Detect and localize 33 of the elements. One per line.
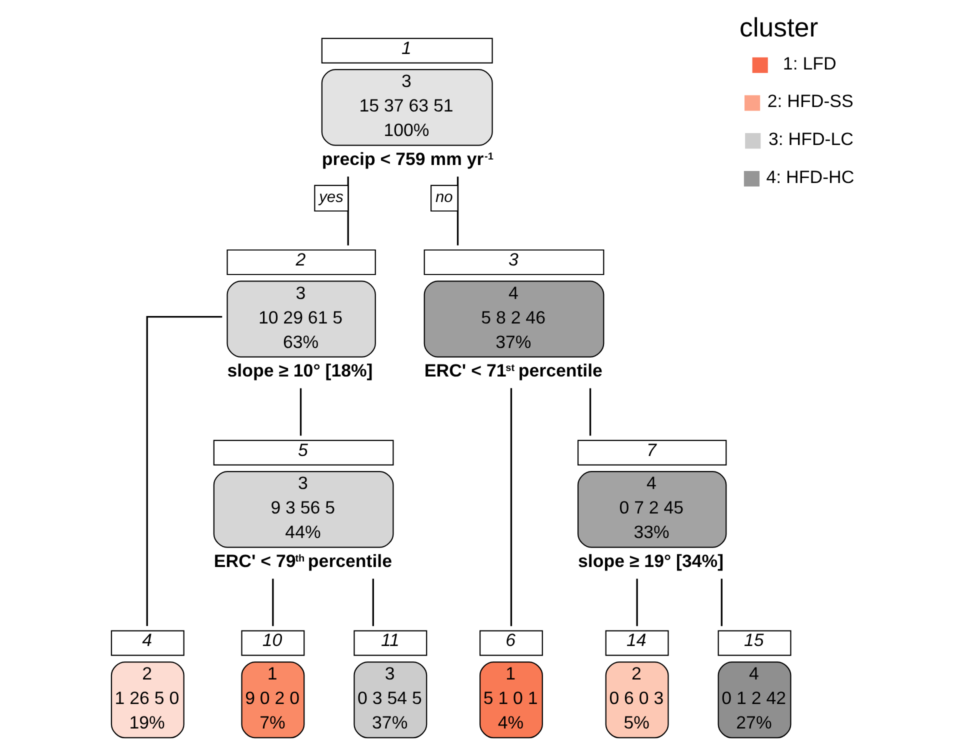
node-label: 7 [646, 440, 656, 460]
label: cluster [740, 12, 818, 42]
connector [510, 388, 512, 626]
connector [456, 176, 459, 246]
connector [589, 388, 592, 436]
node-label: 6 [506, 630, 516, 650]
legend-label: 1: LFD [782, 53, 836, 74]
connector [146, 316, 222, 626]
edge-label: yes [319, 188, 344, 206]
connector [372, 578, 374, 626]
connector [636, 578, 638, 626]
node-label: 2 [296, 249, 306, 270]
node-label: 15 [744, 630, 764, 650]
node-label: 10 [262, 630, 282, 650]
legend-label: 2: HFD-SS [767, 91, 854, 112]
node-label: 14 [626, 630, 646, 650]
node-label: precip < 759 mm yr$^{-1}$ [322, 149, 494, 170]
node-label: ERC' < 71$^{st}$ percentile [424, 360, 602, 381]
node-label: slope ≥ 19° [34%] [578, 551, 724, 572]
node-label: ERC' < 79$^{th}$ percentile [214, 551, 392, 572]
legend-label: 3: HFD-LC [768, 129, 854, 150]
connector [272, 578, 274, 626]
connector [720, 578, 723, 626]
edge-label: no [436, 188, 453, 206]
legend-label: 4: HFD-HC [766, 166, 854, 187]
node-label: slope ≥ 10° [18%] [227, 360, 373, 381]
node-label: 5 [298, 440, 308, 460]
node-label: 11 [380, 630, 400, 650]
node-label: 4 [142, 630, 152, 650]
node-label: 1 [402, 38, 412, 58]
connector [347, 176, 349, 246]
connector [300, 388, 302, 436]
node-label: 3 [508, 249, 518, 270]
